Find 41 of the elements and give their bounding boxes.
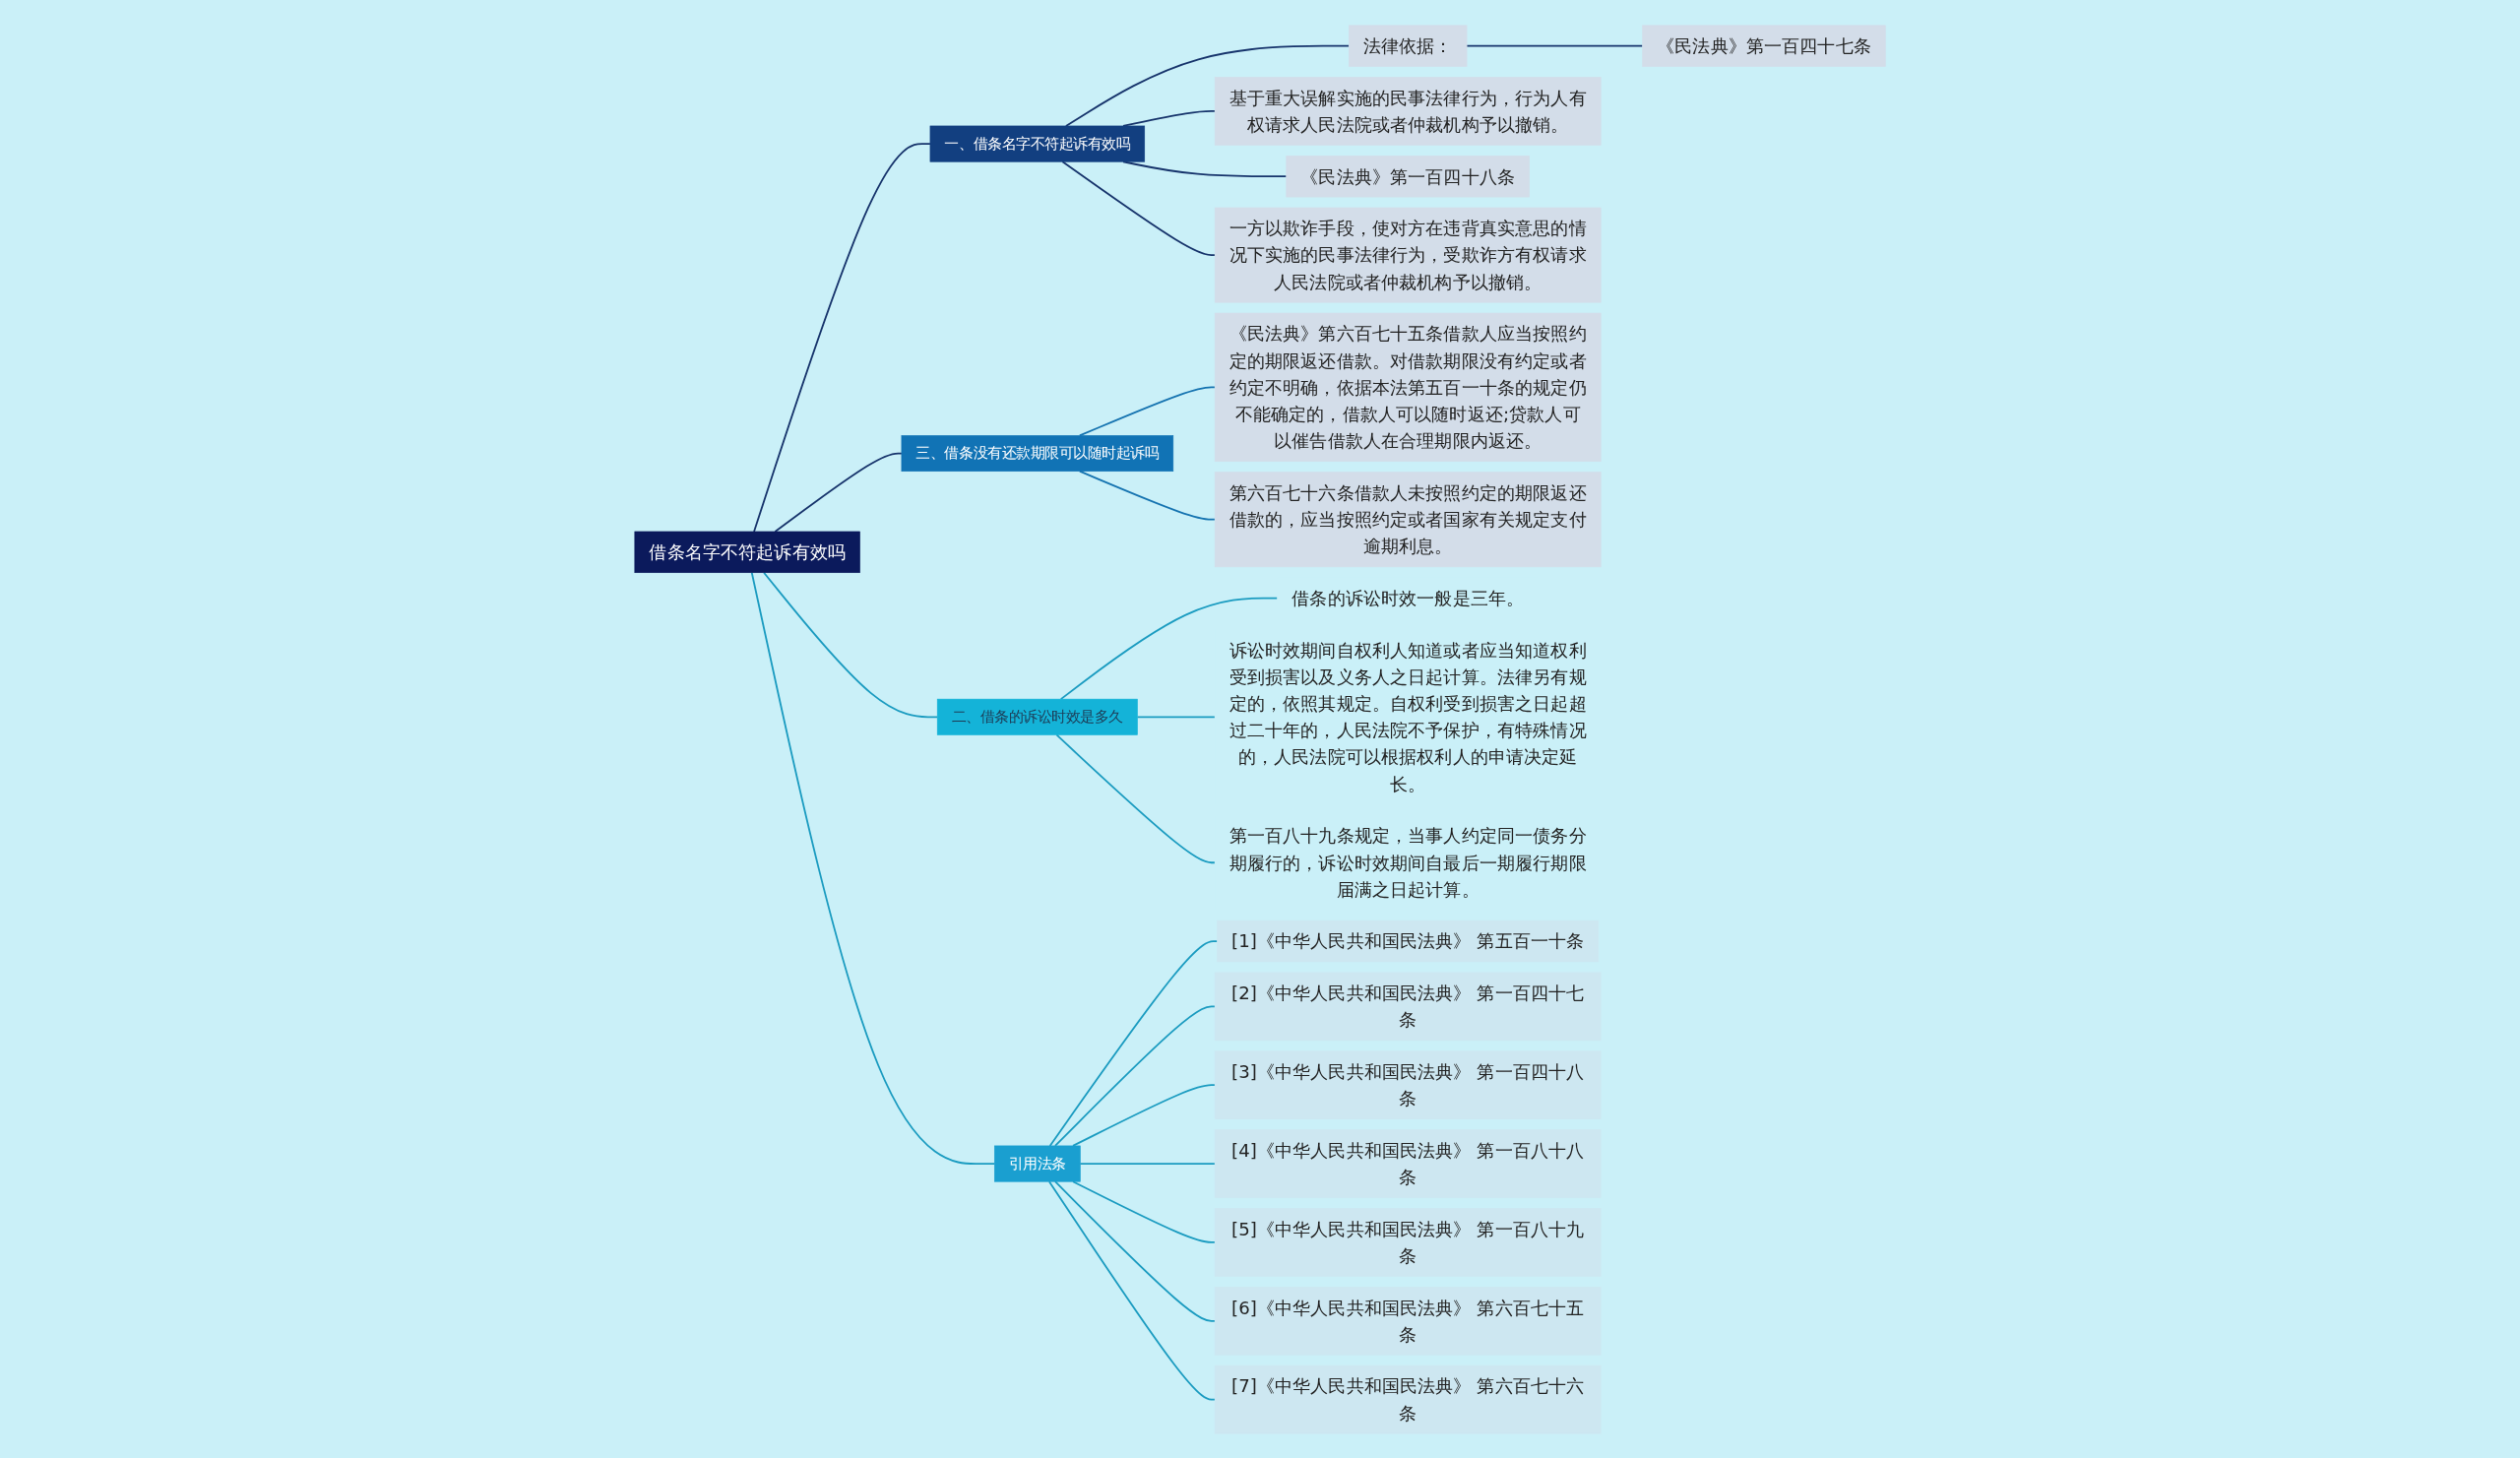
node-box: 《民法典》第一百四十七条: [1642, 25, 1886, 67]
connector: [774, 452, 903, 533]
connector: [1059, 597, 1279, 700]
node-box: 法律依据：: [1348, 25, 1468, 67]
node-box: [7]《中华人民共和国民法典》 第六百七十六条: [1214, 1364, 1602, 1433]
node-box: 借条名字不符起诉有效吗: [634, 531, 860, 573]
connector: [1078, 470, 1216, 521]
node-box: 《民法典》第六百七十五条借款人应当按照约定的期限返还借款。对借款期限没有约定或者约定不明确，依据本法第五百一十条的规定仍不能确定的，借款人可以随时返还;贷款人可以催告借款人在合理期限内返还。: [1214, 312, 1602, 462]
connector: [1079, 1162, 1216, 1165]
connector: [1071, 1083, 1216, 1147]
node-box: [5]《中华人民共和国民法典》 第一百八十九条: [1214, 1207, 1602, 1277]
node-box: 二、借条的诉讼时效是多久: [936, 698, 1138, 735]
node-box: 引用法条: [993, 1145, 1081, 1181]
node-box: 一方以欺诈手段，使对方在违背真实意思的情况下实施的民事法律行为，受欺诈方有权请求人民法院或者仲裁机构予以撤销。: [1214, 207, 1602, 302]
node-box: 三、借条没有还款期限可以随时起诉吗: [901, 434, 1173, 472]
node-text: 借条的诉讼时效一般是三年。: [1292, 587, 1525, 608]
connector: [752, 142, 931, 533]
node-text: 诉讼时效期间自权利人知道或者应当知道权利受到损害以及义务人之日起计算。法律另有规定的，依照其规定。自权利受到损害之日起超过二十年的，人民法院不予保护，有特殊情况的，人民法院可以根据权利人的申请决定延长。: [1228, 639, 1587, 794]
connector: [1055, 733, 1216, 863]
node-box: 一、借条名字不符起诉有效吗: [929, 125, 1145, 162]
connector: [1466, 44, 1644, 47]
node-box: [3]《中华人民共和国民法典》 第一百四十八条: [1214, 1049, 1602, 1119]
connector: [1064, 44, 1351, 127]
connector: [1053, 1004, 1216, 1147]
node-text: 第一百八十九条规定，当事人约定同一债务分期履行的，诉讼时效期间自最后一期履行期限届满之日起计算。: [1228, 824, 1587, 900]
connector: [1122, 159, 1288, 177]
connector: [1053, 1179, 1216, 1322]
connector: [750, 571, 996, 1165]
connector: [763, 571, 938, 718]
connector: [1061, 159, 1216, 256]
connector: [1071, 1179, 1216, 1243]
node-box: [6]《中华人民共和国民法典》 第六百七十五条: [1214, 1286, 1602, 1356]
node-box: 第六百七十六条借款人未按照约定的期限返还借款的，应当按照约定或者国家有关规定支付逾期利息。: [1214, 471, 1602, 567]
node-box: 基于重大误解实施的民事法律行为，行为人有权请求人民法院或者仲裁机构予以撤销。: [1214, 76, 1602, 146]
node-box: [1]《中华人民共和国民法典》 第五百一十条: [1217, 919, 1599, 962]
node-box: [2]《中华人民共和国民法典》 第一百四十七条: [1214, 972, 1602, 1041]
node-box: [4]《中华人民共和国民法典》 第一百八十八条: [1214, 1128, 1602, 1198]
node-box: 《民法典》第一百四十八条: [1286, 155, 1530, 197]
connector: [1047, 1179, 1216, 1401]
connector: [1136, 715, 1216, 718]
connector: [1048, 939, 1219, 1147]
